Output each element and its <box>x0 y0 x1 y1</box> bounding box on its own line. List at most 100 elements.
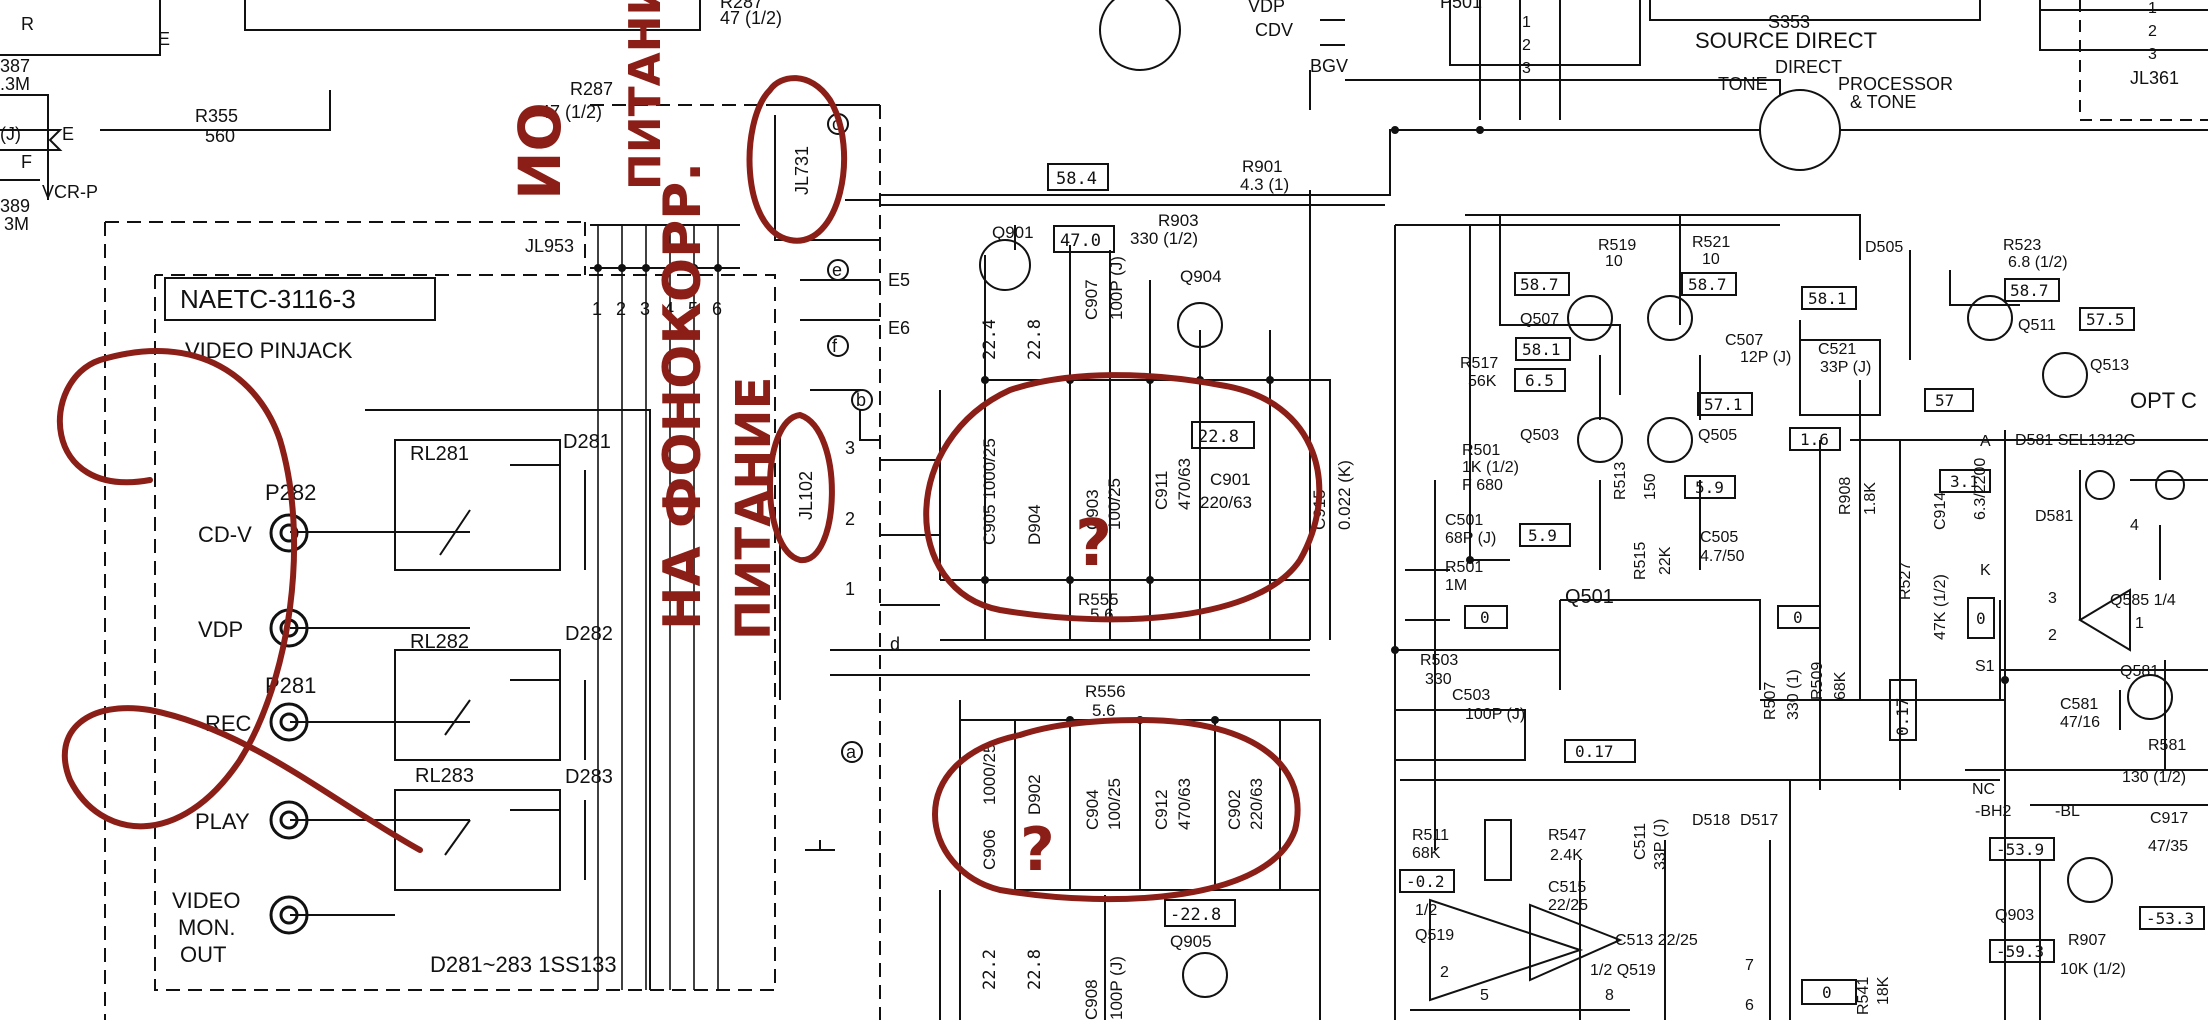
amp-c507: C507 <box>1725 332 1763 349</box>
amp-nc: NC <box>1972 781 1995 798</box>
amp-pin1: 1 <box>2135 615 2144 632</box>
amp-v587c: 58.7 <box>2010 281 2049 300</box>
power-r556-val: 5.6 <box>1092 701 1116 720</box>
jack-label-out: OUT <box>180 942 226 967</box>
amp-c503-val: 100P (J) <box>1465 706 1525 723</box>
amp-pin6: 6 <box>1745 997 1754 1014</box>
top-and-tone: & TONE <box>1850 92 1916 112</box>
amp-pin5: 5 <box>1480 987 1489 1004</box>
jack-circles <box>269 513 309 935</box>
top-r355: R355 <box>195 106 238 126</box>
amp-r519: R519 <box>1598 237 1636 254</box>
terminal-c: c <box>832 114 841 134</box>
annotation-circle-jl102 <box>767 412 835 563</box>
jack-label-cdv: CD-V <box>198 522 252 547</box>
power-v584: 58.4 <box>1056 169 1097 189</box>
top-r389-val: 3M <box>4 214 29 234</box>
top-j: (J) <box>0 124 21 144</box>
amp-q519b: 1/2 Q519 <box>1590 962 1656 979</box>
amp-v16: 1.6 <box>1800 430 1829 449</box>
amp-f680: F 680 <box>1462 477 1503 494</box>
amp-a: A <box>1980 433 1991 450</box>
top-bgv: BGV <box>1310 56 1348 76</box>
amp-q585: Q585 1/4 <box>2110 592 2176 609</box>
amp-r541: R541 <box>1855 977 1872 1015</box>
amp-v59: 5.9 <box>1695 478 1724 497</box>
amp-pin2: 2 <box>1440 964 1449 981</box>
amp-q511: Q511 <box>2018 317 2056 334</box>
amp-q903: Q903 <box>1995 907 2034 924</box>
top-tone: TONE <box>1718 74 1768 94</box>
power-c911: C911 <box>1152 471 1171 510</box>
handwritten-annotations: ИО ПИТАНИЕ ЦАП НА ФОНОКОРР. ПИТАНИЕ ? ? <box>56 0 1323 903</box>
amp-v0d: 0 <box>1822 983 1832 1002</box>
amp-r517-val: 56K <box>1468 373 1497 390</box>
amp-vm593: -59.3 <box>1996 942 2044 961</box>
amp-v59b: 5.9 <box>1528 526 1557 545</box>
amp-v65: 6.5 <box>1525 371 1554 390</box>
amp-c521: C521 <box>1818 341 1856 358</box>
amp-r523: R523 <box>2003 237 2041 254</box>
amp-v31: 3.1 <box>1950 472 1979 491</box>
pin-4: 4 <box>664 299 674 319</box>
power-c908: C908 <box>1082 979 1101 1020</box>
pin-3: 3 <box>640 299 650 319</box>
amp-d581-top: D581 SEL1312G <box>2015 432 2136 449</box>
amp-pin7: 7 <box>1745 957 1754 974</box>
top-r387-val: .3M <box>0 74 30 94</box>
amp-v017b: 0.17 <box>1893 697 1912 736</box>
relay-label-rl282: RL282 <box>410 631 469 653</box>
amp-vm02: -0.2 <box>1406 872 1445 891</box>
connector-jl361: JL361 <box>2130 68 2179 88</box>
amp-v0b: 0 <box>1793 608 1803 627</box>
amp-r517: R517 <box>1460 355 1498 372</box>
amp-pin3: 3 <box>2048 590 2057 607</box>
diode-label-d282: D282 <box>565 623 613 645</box>
amp-r527: R527 <box>1897 562 1914 600</box>
amp-r501: R501 <box>1462 442 1500 459</box>
amp-q505: Q505 <box>1698 427 1737 444</box>
annotation-circle-power-bottom <box>932 716 1301 903</box>
power-c901: C901 <box>1210 470 1251 489</box>
annotation-io: ИО <box>506 102 574 200</box>
top-source-direct: SOURCE DIRECT <box>1695 28 1877 53</box>
power-c915-val: 0.022 (K) <box>1335 460 1354 530</box>
power-c903: C903 <box>1083 489 1102 530</box>
relay-label-rl283: RL283 <box>415 765 474 787</box>
power-c908-val: 100P (J) <box>1107 956 1126 1020</box>
power-r555: R555 <box>1078 590 1119 609</box>
amp-opt: OPT C <box>2130 388 2197 413</box>
power-c902-val: 220/63 <box>1247 778 1266 830</box>
pin-1: 1 <box>592 299 602 319</box>
sel-2a: 2 <box>1522 37 1531 54</box>
amp-k: K <box>1980 562 1991 579</box>
amp-r511: R511 <box>1412 827 1449 844</box>
amp-pin8: 8 <box>1605 987 1614 1004</box>
amp-q519: Q519 <box>1415 927 1454 944</box>
power-c904-val: 100/25 <box>1105 778 1124 830</box>
pin-5: 5 <box>688 299 698 319</box>
power-c901-val: 220/63 <box>1200 493 1252 512</box>
connector-jl731: JL731 <box>792 146 812 195</box>
amp-d505: D505 <box>1865 239 1903 256</box>
amp-v587b: 58.7 <box>1688 275 1727 294</box>
module-subtitle: VIDEO PINJACK <box>185 338 353 363</box>
amp-c581: C581 <box>2060 696 2098 713</box>
terminal-f: f <box>832 336 838 356</box>
top-r389: 389 <box>0 196 30 216</box>
top-r355-val: 560 <box>205 126 235 146</box>
power-r903-val: 330 (1/2) <box>1130 229 1198 248</box>
amp-v57: 57 <box>1935 391 1954 410</box>
top-r287b-val: 47 (1/2) <box>540 102 602 122</box>
jack-label-mon: MON. <box>178 915 235 940</box>
amp-r908-val: 1.8K <box>1862 482 1879 515</box>
amp-v587a: 58.7 <box>1520 275 1559 294</box>
selector-numbers: 1 1 2 2 3 3 <box>1522 0 2157 77</box>
amp-c511-val: 33P (J) <box>1652 819 1669 870</box>
relay-label-rl281: RL281 <box>410 443 469 465</box>
top-r287a: R287 <box>720 0 763 12</box>
power-r901-val: 4.3 (1) <box>1240 175 1289 194</box>
module-labels: NAETC-3116-3 VIDEO PINJACK D281~283 1SS1… <box>164 277 617 977</box>
amp-v0c: 0 <box>1976 609 1986 628</box>
amp-r515-val: 22K <box>1657 546 1674 575</box>
